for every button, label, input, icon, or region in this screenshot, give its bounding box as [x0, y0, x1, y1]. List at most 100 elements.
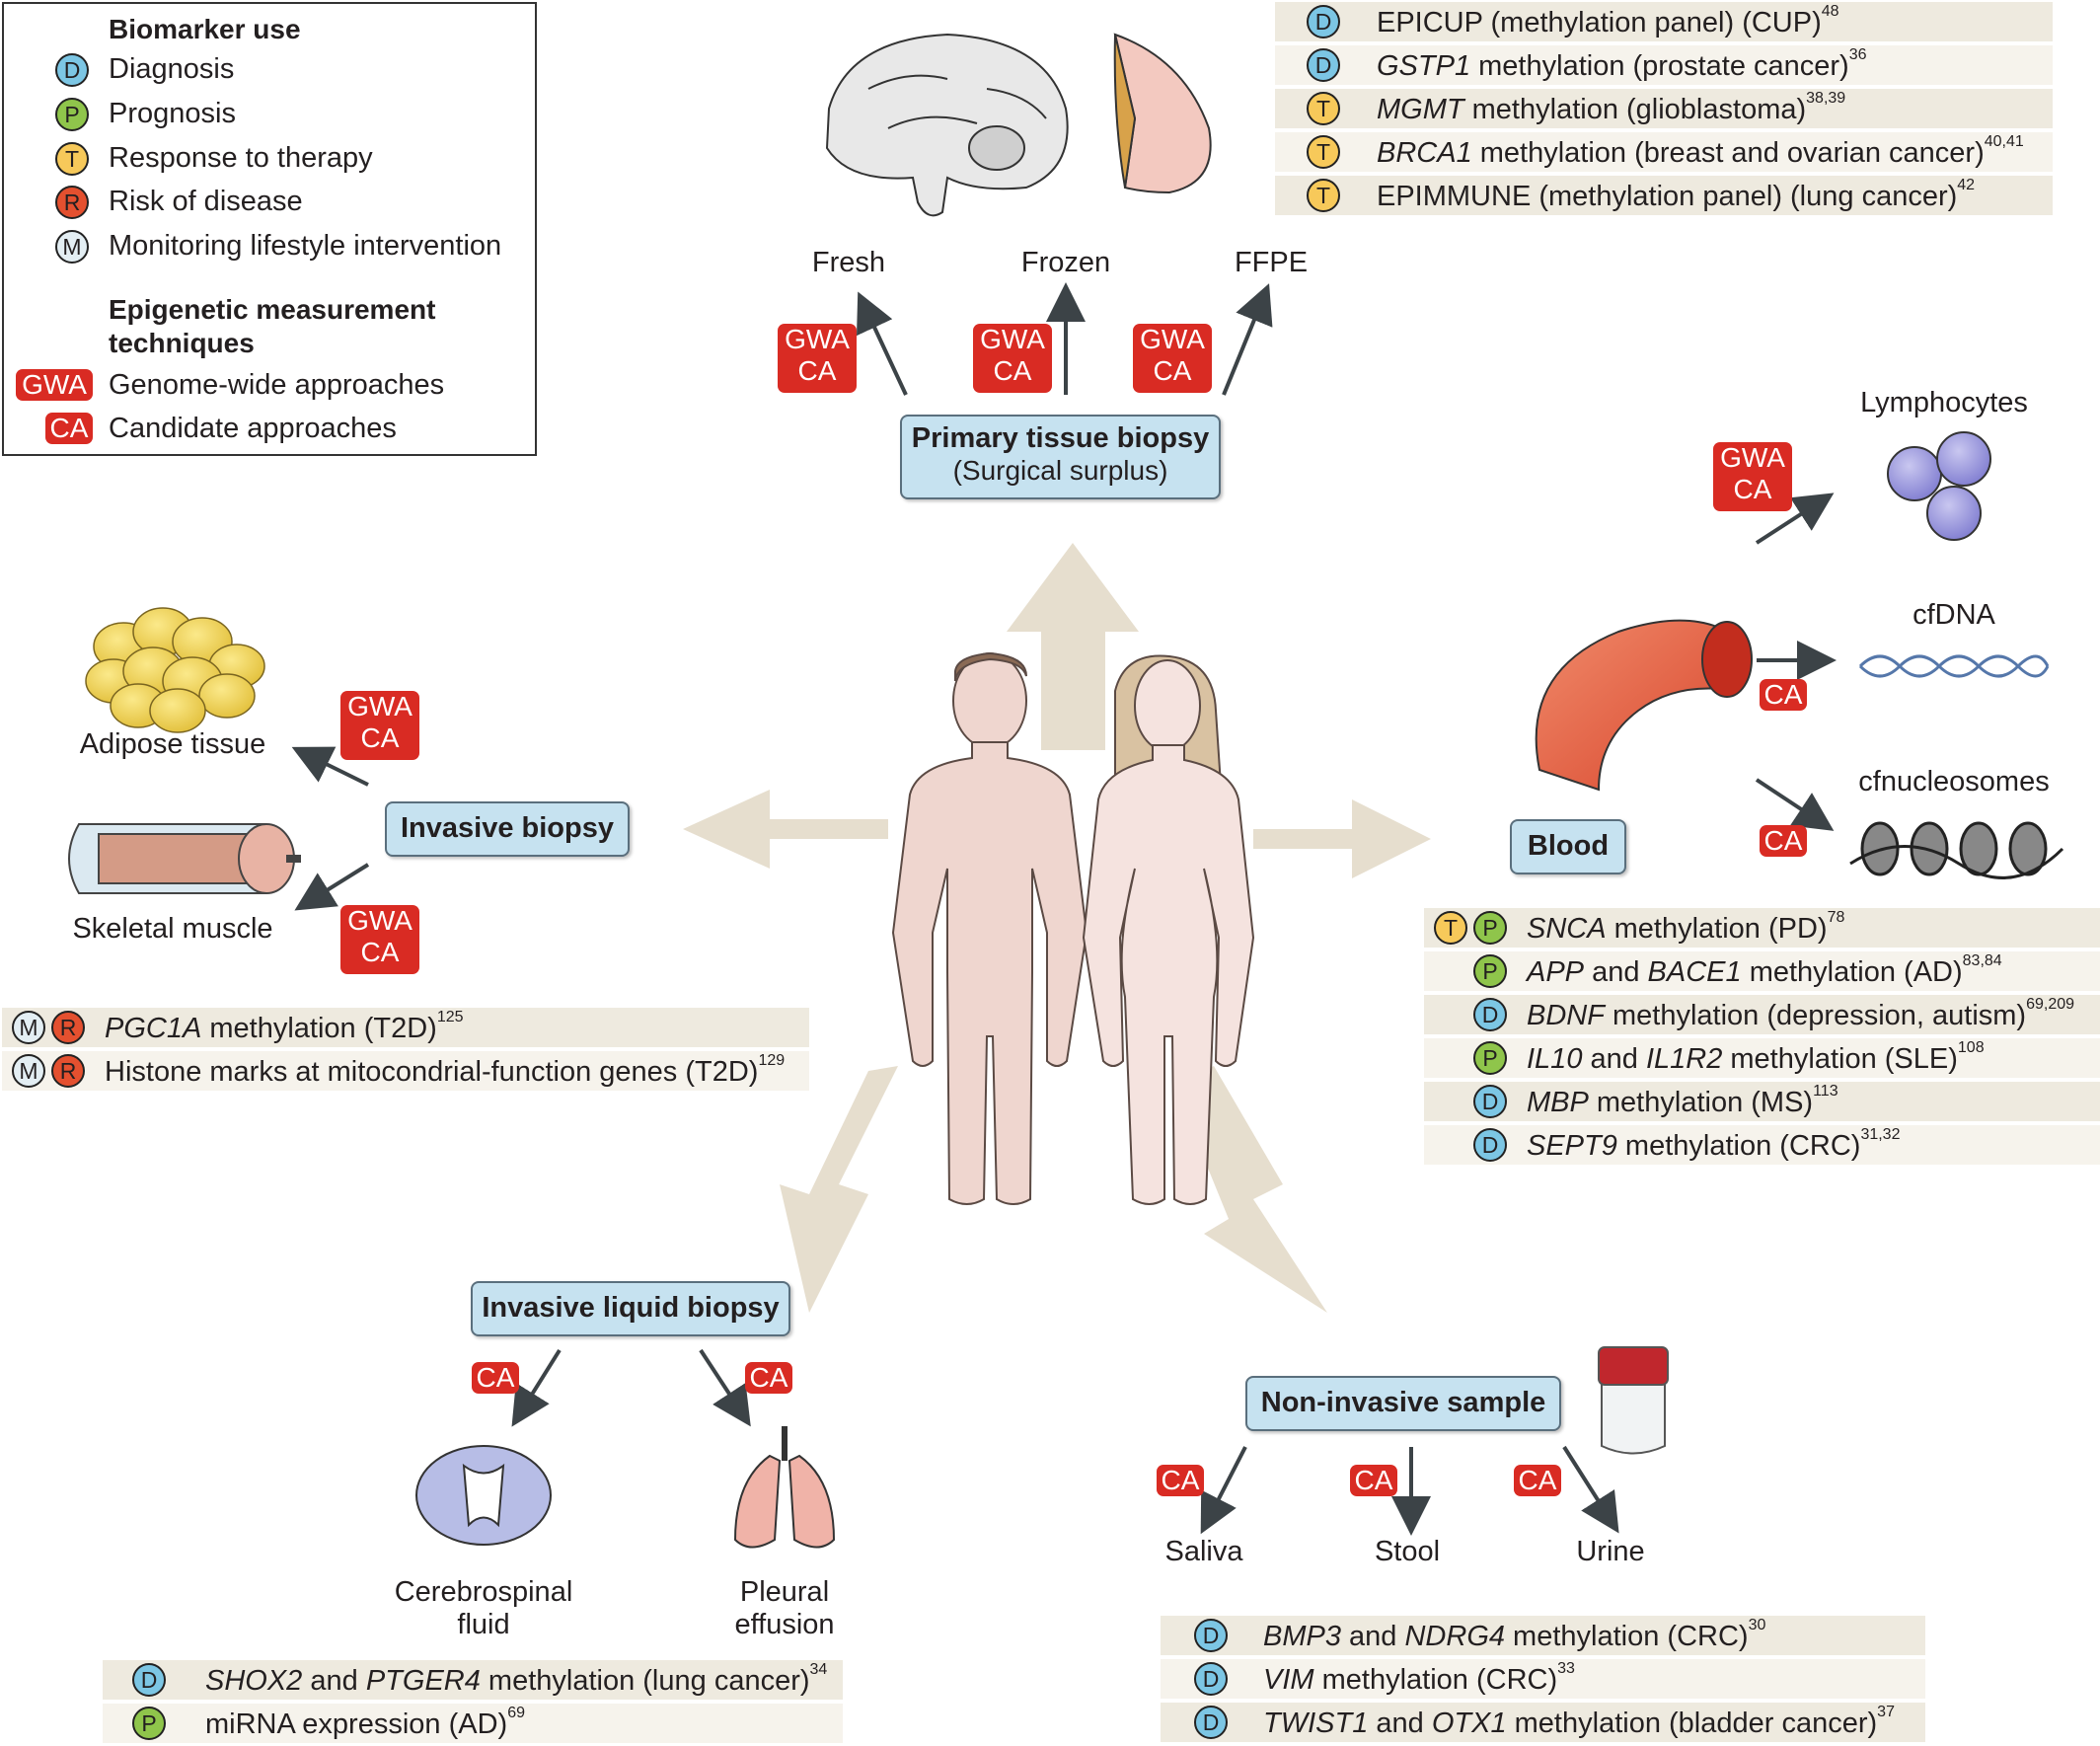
big-arrow-down-right [1174, 1066, 1327, 1313]
csf-illustration [415, 1445, 552, 1546]
invasive-title: Invasive biopsy [401, 812, 614, 844]
liquid-title: Invasive liquid biopsy [482, 1292, 780, 1324]
cfnucleosome-illustration [1849, 821, 2064, 879]
risk-badge-icon: R [51, 1011, 85, 1044]
big-arrow-up [1007, 543, 1139, 750]
risk-badge-icon: R [51, 1054, 85, 1088]
connector-arrows [291, 282, 1837, 1536]
table-row: D TWIST1 and OTX1 methylation (bladder c… [1161, 1703, 1925, 1742]
monitoring-badge-icon: M [55, 230, 89, 264]
muscle-illustration [68, 823, 301, 894]
cfdna-illustration [1858, 654, 2050, 678]
breast-illustration [1113, 33, 1212, 194]
output-frozen: Frozen [1020, 247, 1111, 278]
diagnosis-badge-icon: D [1307, 5, 1340, 38]
table-row: D BMP3 and NDRG4 methylation (CRC)30 [1161, 1616, 1925, 1655]
male-figure [891, 651, 1088, 1205]
output-saliva: Saliva [1164, 1536, 1243, 1567]
ca-tag: CA [45, 413, 93, 444]
therapy-badge-icon: T [1307, 135, 1340, 169]
output-ffpe: FFPE [1234, 247, 1309, 278]
legend-item-risk: Risk of disease [109, 186, 303, 217]
blood-cfdna-tag: CA [1760, 679, 1807, 711]
noninvasive-saliva-tag: CA [1157, 1465, 1204, 1496]
female-figure [1082, 654, 1255, 1205]
gwa-tag: GWA [16, 369, 93, 401]
risk-badge-icon: R [55, 186, 89, 219]
noninvasive-title: Non-invasive sample [1260, 1387, 1546, 1418]
primary-subtitle: (Surgical surplus) [952, 455, 1168, 486]
diagnosis-badge-icon: D [1194, 1706, 1228, 1739]
legend-panel: Biomarker use D Diagnosis P Prognosis T … [2, 2, 537, 456]
diagnosis-badge-icon: D [1194, 1662, 1228, 1696]
table-row: M R Histone marks at mitocondrial-functi… [2, 1051, 809, 1091]
table-row: D GSTP1 methylation (prostate cancer)36 [1275, 45, 2053, 85]
output-cfnucleosomes: cfnucleosomes [1858, 766, 2050, 797]
output-urine: Urine [1576, 1536, 1645, 1567]
legend-item-prognosis: Prognosis [109, 98, 236, 129]
prognosis-badge-icon: P [132, 1707, 166, 1740]
legend-item-ca: Candidate approaches [109, 413, 397, 444]
urine-container-illustration [1598, 1346, 1669, 1455]
legend-item-diagnosis: Diagnosis [109, 53, 235, 85]
monitoring-badge-icon: M [12, 1054, 45, 1088]
table-row: P miRNA expression (AD)69 [103, 1704, 843, 1743]
legend-heading-techniques-1: Epigenetic measurement [109, 294, 436, 325]
table-row: M R PGC1A methylation (T2D)125 [2, 1008, 809, 1047]
diagnosis-badge-icon: D [55, 53, 89, 87]
primary-tissue-biopsy-box: Primary tissue biopsy (Surgical surplus) [900, 415, 1221, 499]
therapy-badge-icon: T [1307, 92, 1340, 125]
brain-illustration [825, 33, 1069, 217]
legend-item-therapy: Response to therapy [109, 142, 373, 174]
big-arrow-right [1253, 799, 1431, 878]
table-row: T MGMT methylation (glioblastoma)38,39 [1275, 89, 2053, 128]
table-row: P IL10 and IL1R2 methylation (SLE)108 [1424, 1038, 2100, 1078]
table-row: D SEPT9 methylation (CRC)31,32 [1424, 1125, 2100, 1165]
diagnosis-badge-icon: D [1194, 1619, 1228, 1652]
output-stool: Stool [1374, 1536, 1441, 1567]
prognosis-badge-icon: P [1473, 911, 1507, 945]
output-cfdna: cfDNA [1912, 599, 1995, 631]
diagnosis-badge-icon: D [1473, 998, 1507, 1031]
noninvasive-urine-tag: CA [1514, 1465, 1561, 1496]
legend-heading-techniques-2: techniques [109, 328, 255, 358]
big-arrow-down-left [780, 1066, 898, 1313]
therapy-badge-icon: T [1307, 179, 1340, 212]
output-skeletal-muscle: Skeletal muscle [72, 913, 273, 945]
prognosis-badge-icon: P [1473, 954, 1507, 988]
blood-vessel-illustration [1535, 619, 1753, 792]
table-row: D BDNF methylation (depression, autism)6… [1424, 995, 2100, 1034]
table-row: T P SNCA methylation (PD)78 [1424, 908, 2100, 948]
diagnosis-badge-icon: D [1473, 1085, 1507, 1118]
table-row: P APP and BACE1 methylation (AD)83,84 [1424, 951, 2100, 991]
adipose-illustration [85, 607, 265, 733]
table-row: T BRCA1 methylation (breast and ovarian … [1275, 132, 2053, 172]
table-row: D SHOX2 and PTGER4 methylation (lung can… [103, 1660, 843, 1700]
big-arrow-left [683, 790, 888, 869]
table-row: T EPIMMUNE (methylation panel) (lung can… [1275, 176, 2053, 215]
lungs-illustration [733, 1426, 836, 1549]
invasive-liquid-biopsy-box: Invasive liquid biopsy [471, 1281, 790, 1336]
non-invasive-sample-box: Non-invasive sample [1245, 1376, 1561, 1431]
lymphocyte-illustration [1887, 431, 1991, 541]
blood-box: Blood [1510, 819, 1626, 874]
diagnosis-badge-icon: D [1307, 48, 1340, 82]
legend-heading-biomarker: Biomarker use [109, 14, 301, 44]
liquid-pleural-tag: CA [745, 1362, 792, 1394]
blood-cfnucleosome-tag: CA [1760, 825, 1807, 857]
primary-title: Primary tissue biopsy [911, 422, 1210, 454]
table-row: D MBP methylation (MS)113 [1424, 1082, 2100, 1121]
therapy-badge-icon: T [1434, 911, 1467, 945]
diagnosis-badge-icon: D [132, 1663, 166, 1697]
monitoring-badge-icon: M [12, 1011, 45, 1044]
table-row: D VIM methylation (CRC)33 [1161, 1659, 1925, 1699]
output-lymphocytes: Lymphocytes [1860, 387, 2028, 418]
table-row: D EPICUP (methylation panel) (CUP)48 [1275, 2, 2053, 41]
